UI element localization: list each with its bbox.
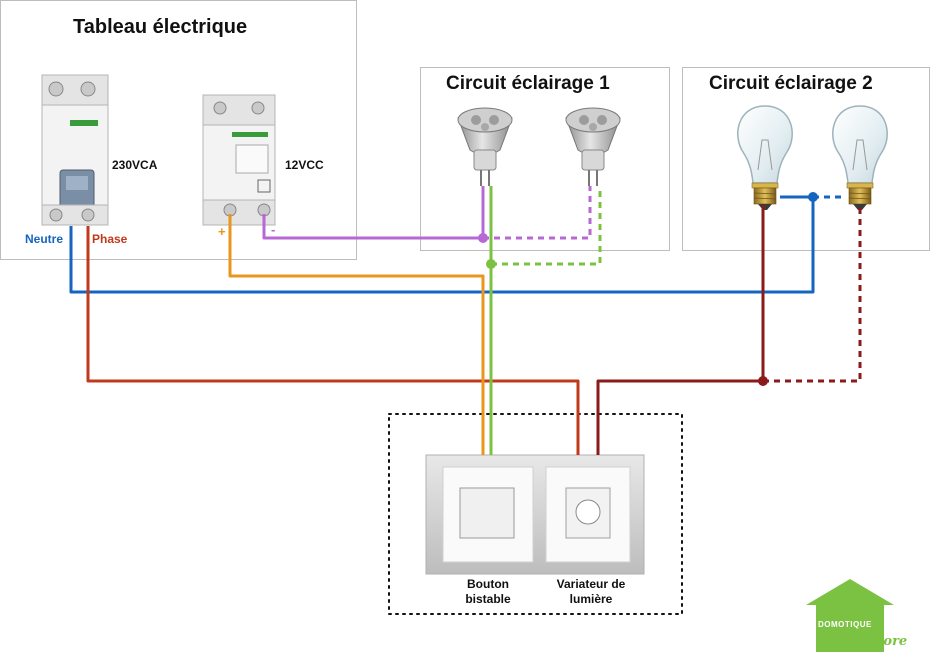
led-spot-1 [457, 107, 513, 186]
wire-negative [262, 186, 485, 240]
button-caption-line1: Bouton [467, 577, 509, 591]
wires [69, 186, 862, 455]
incandescent-bulb-2 [832, 105, 888, 210]
dimmer-caption: Variateur de lumière [548, 577, 634, 607]
circuit1-box [420, 67, 670, 251]
wire-control-spot2 [491, 186, 602, 266]
switch-plate [388, 413, 683, 615]
junction-dimmer-out [758, 376, 768, 386]
junction-control [486, 259, 496, 269]
circuit-breaker [41, 74, 109, 226]
dimmer-knob [575, 499, 601, 525]
logo-text-domotique: DOMOTIQUE [818, 620, 872, 629]
dimmer-switch [565, 487, 611, 539]
wire-dimmer-out-bulb2 [763, 205, 862, 383]
junctions [478, 192, 818, 386]
phase-label: Phase [92, 232, 128, 246]
circuit2-box [682, 67, 930, 251]
circuit2-title: Circuit éclairage 2 [709, 73, 873, 94]
wire-dimmer-out [596, 205, 765, 455]
logo-text-store: Store [868, 634, 908, 649]
wire-phase [86, 226, 580, 455]
incandescent-bulb-1 [737, 105, 793, 210]
circuit1-title: Circuit éclairage 1 [446, 73, 610, 94]
breaker-voltage-label: 230VCA [112, 158, 158, 172]
button-caption-line2: bistable [465, 592, 511, 606]
panel-title: Tableau électrique [73, 16, 248, 38]
wire-negative-spot2 [483, 186, 592, 240]
logo-house [806, 579, 894, 652]
plus-label: + [218, 224, 226, 239]
junction-neutral [808, 192, 818, 202]
wire-neutral [69, 195, 815, 294]
button-caption: Bouton bistable [450, 577, 526, 607]
power-supply [202, 94, 276, 226]
bistable-button [459, 487, 515, 539]
domotique-store-logo [806, 579, 894, 652]
neutre-label: Neutre [25, 232, 64, 246]
dimmer-caption-line1: Variateur de [556, 577, 626, 591]
wire-positive [228, 214, 485, 455]
minus-label: - [271, 222, 276, 237]
junction-negative [478, 233, 488, 243]
dimmer-caption-line2: lumière [569, 592, 613, 606]
led-spot-2 [565, 107, 621, 186]
switch-group-outline [388, 413, 683, 615]
psu-voltage-label: 12VCC [285, 158, 324, 172]
